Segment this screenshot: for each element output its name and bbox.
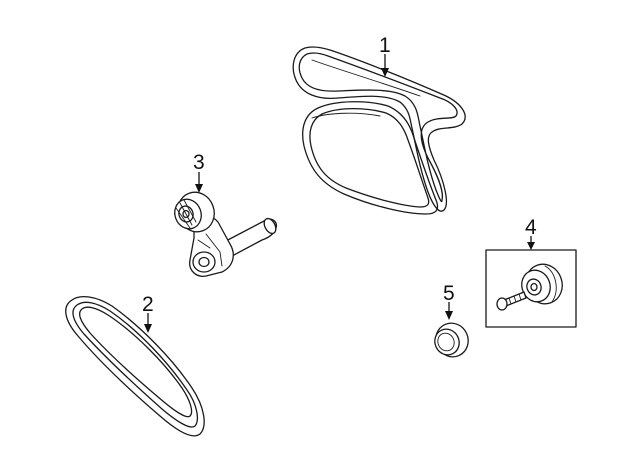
part-4-idler-pulley-kit[interactable] — [485, 249, 577, 328]
part-3-belt-tensioner[interactable] — [171, 187, 279, 277]
callout-5: 5 — [443, 282, 455, 305]
callout-4: 4 — [525, 216, 537, 239]
part-2-drive-belt[interactable] — [65, 295, 205, 437]
part-1-serpentine-belt[interactable] — [292, 46, 466, 215]
callout-arrows — [144, 54, 535, 333]
callout-2: 2 — [142, 293, 154, 316]
callout-3: 3 — [193, 151, 205, 174]
callout-1: 1 — [379, 34, 391, 57]
part-5-pulley-cap[interactable] — [430, 318, 473, 362]
